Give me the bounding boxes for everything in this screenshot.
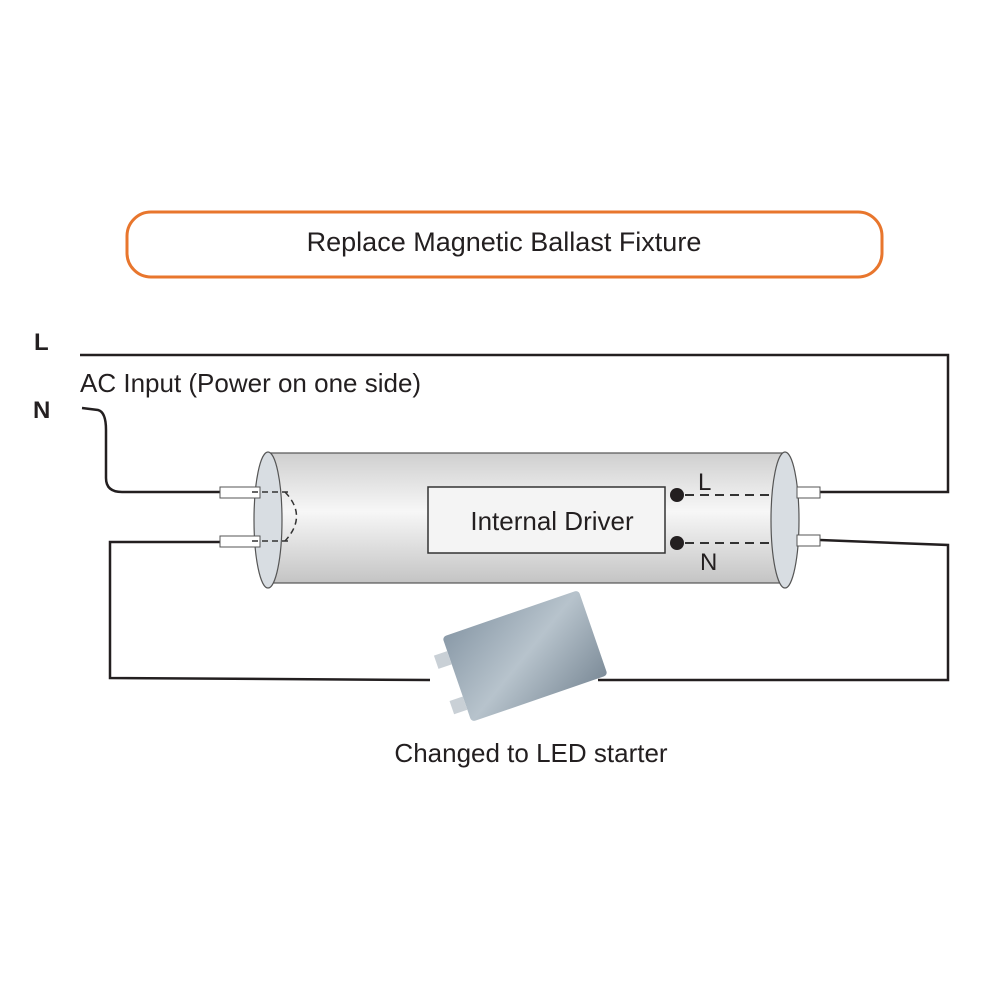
- right-bottom-wire: [598, 538, 950, 682]
- pin: [219, 486, 261, 499]
- led-tube: Internal Driver L N: [219, 451, 821, 589]
- pin: [796, 534, 821, 547]
- line-label: L: [34, 329, 49, 356]
- pin: [219, 535, 261, 548]
- tube-right-cap: [770, 451, 800, 589]
- internal-driver-box: [427, 486, 666, 554]
- led-starter: [433, 591, 607, 721]
- title-box: [125, 210, 884, 279]
- driver-line-label: L: [698, 469, 711, 496]
- neutral-wire: [81, 406, 222, 494]
- diagram-title: Replace Magnetic Ballast Fixture: [307, 227, 702, 257]
- starter-caption: Changed to LED starter: [394, 738, 667, 768]
- neutral-label: N: [33, 397, 50, 424]
- driver-neutral-label: N: [700, 549, 717, 576]
- internal-driver-label: Internal Driver: [470, 506, 634, 536]
- wires: [80, 353, 950, 682]
- line-wire: [80, 353, 950, 494]
- left-bottom-wire: [108, 540, 431, 682]
- ac-input-label: AC Input (Power on one side): [80, 368, 421, 398]
- tube-left-cap: [253, 451, 283, 589]
- driver-neutral-terminal: [670, 536, 684, 550]
- driver-line-terminal: [670, 488, 684, 502]
- pin: [796, 486, 821, 499]
